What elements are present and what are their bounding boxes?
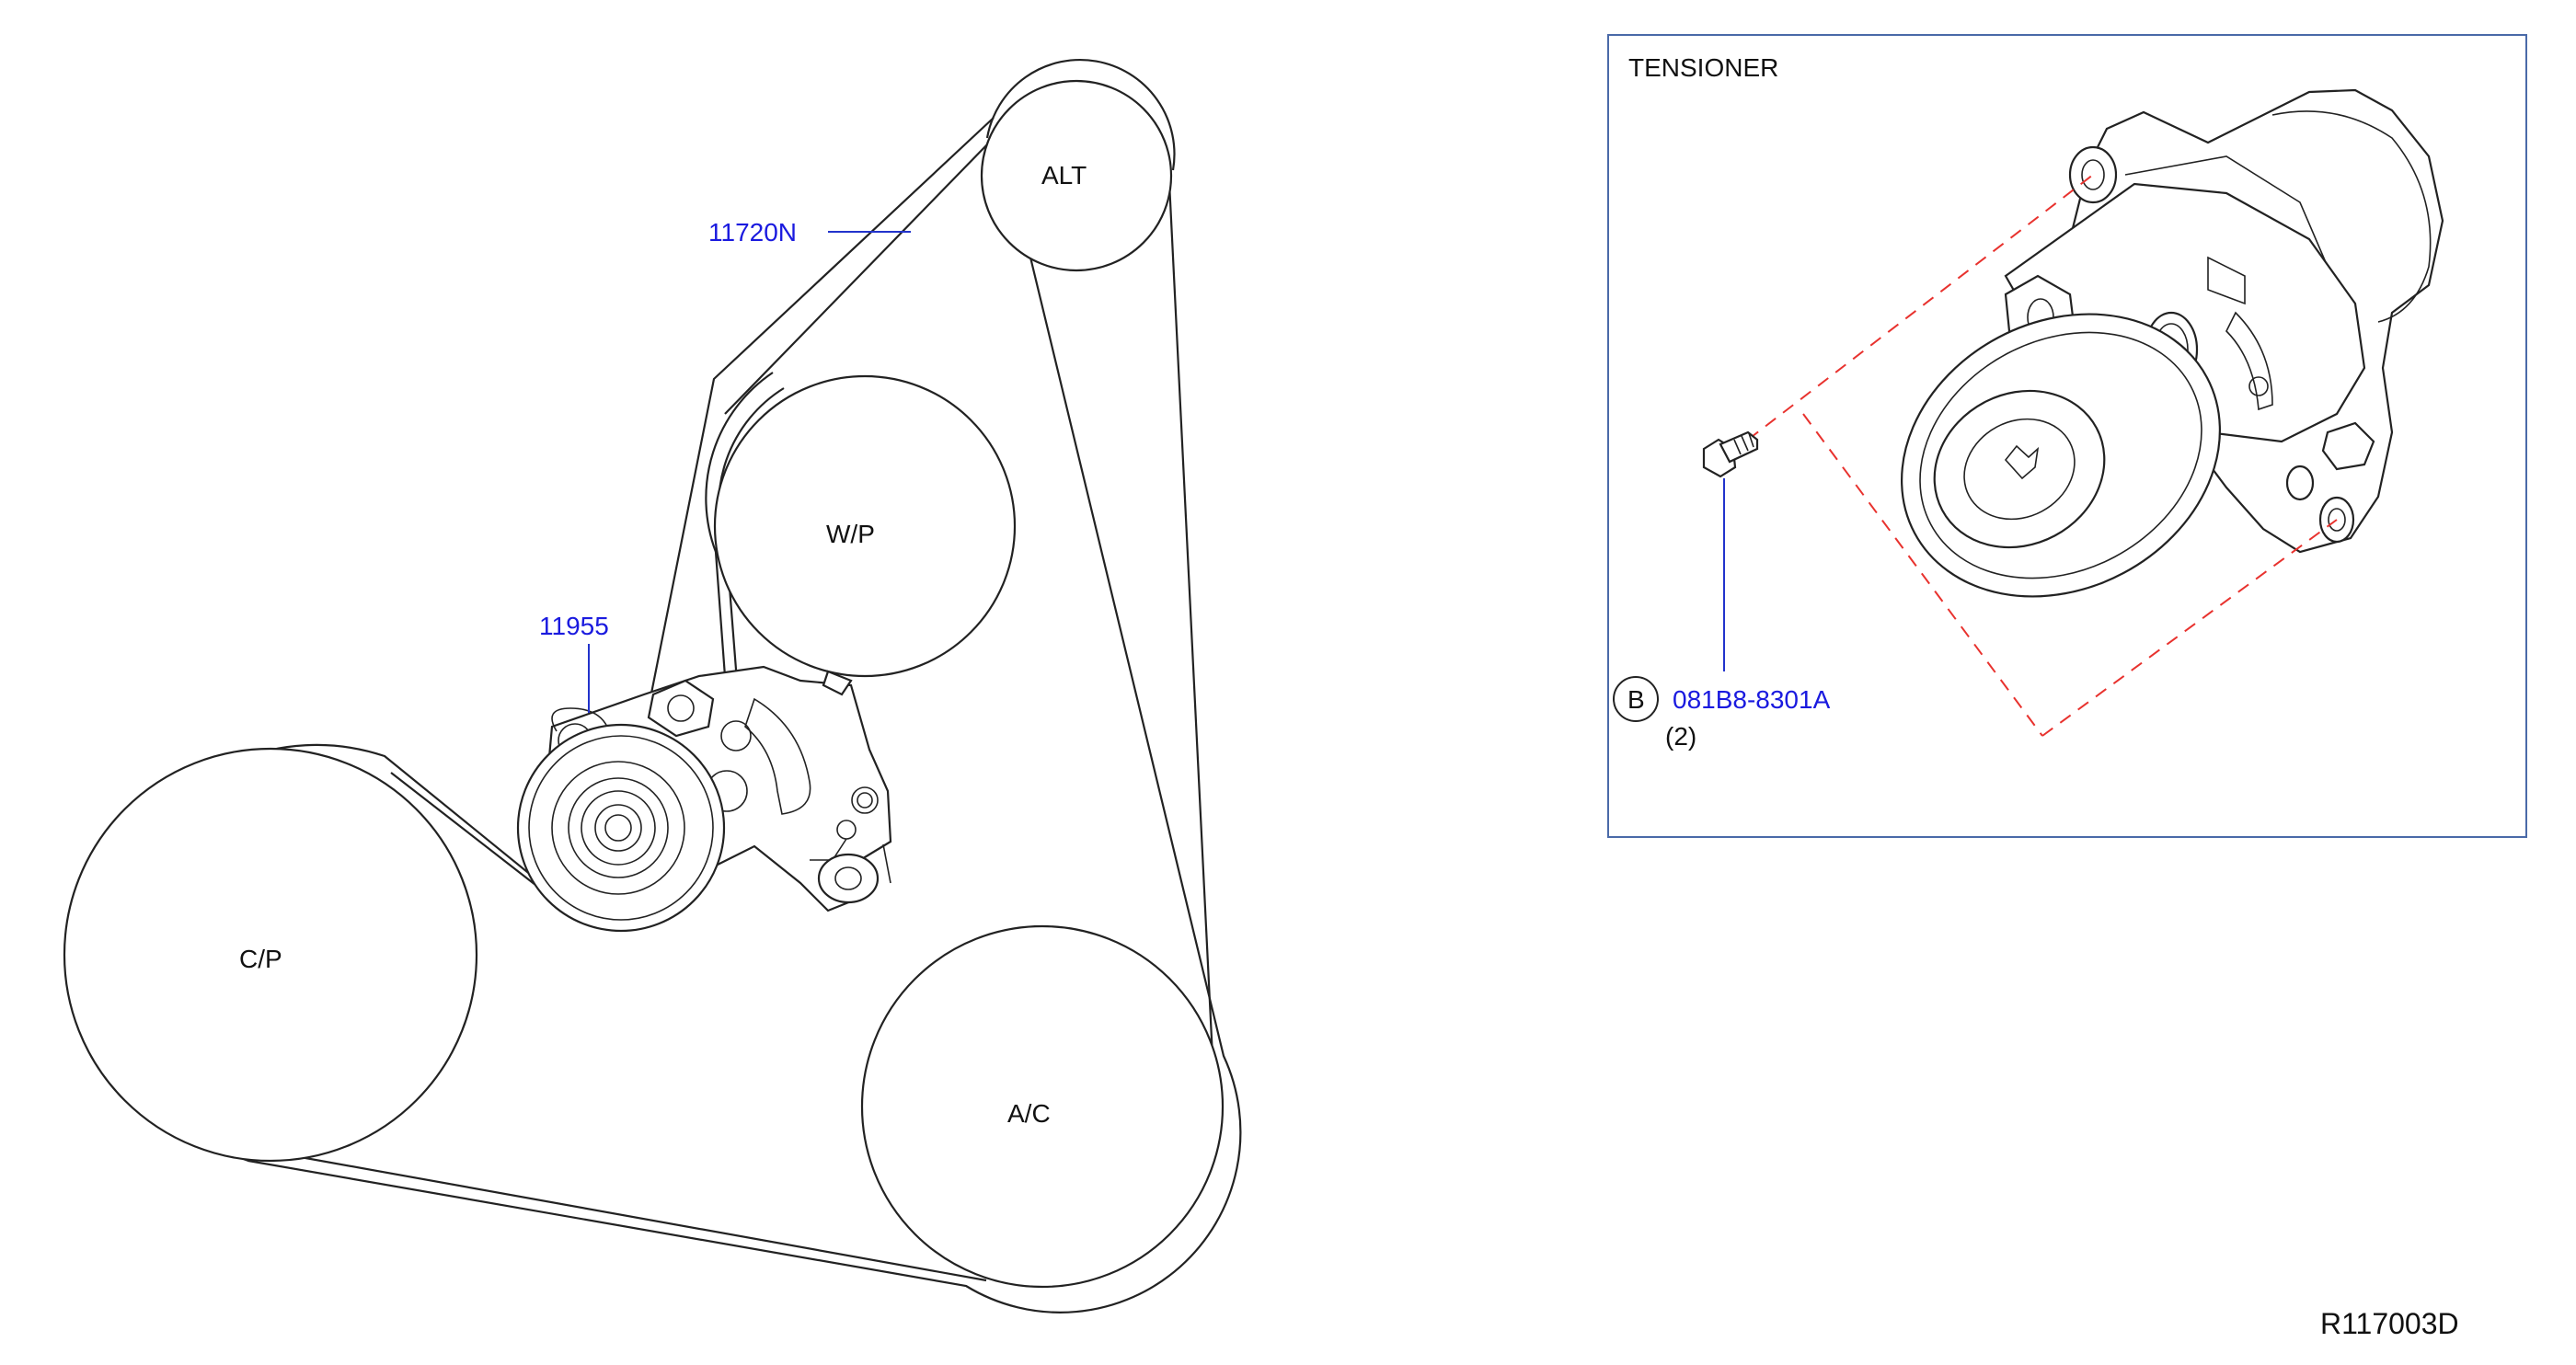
bolt-quantity: (2) (1665, 722, 1696, 751)
diagram-id: R117003D (2320, 1307, 2459, 1340)
tensioner-detail-drawing (1901, 88, 2444, 598)
belt-part-number: 11720N (708, 218, 797, 247)
belt-tensioner-assembly (516, 665, 892, 933)
wp-label: W/P (826, 520, 875, 548)
cp-label: C/P (239, 945, 282, 973)
bolt-icon (1702, 430, 1759, 478)
crank-pulley (63, 747, 478, 1163)
bolt-marker-letter: B (1627, 685, 1645, 714)
ac-compressor-pulley (860, 924, 1225, 1289)
tensioner-inset-box (1607, 34, 2527, 838)
alternator-pulley (980, 79, 1173, 272)
water-pump-pulley (713, 374, 1017, 678)
bolt-marker-circle (1613, 676, 1659, 722)
alt-label: ALT (1041, 161, 1087, 189)
tensioner-part-number: 11955 (539, 612, 609, 640)
bolt-part-number: 081B8-8301A (1673, 685, 1831, 714)
ac-label: A/C (1007, 1099, 1051, 1128)
inset-title: TENSIONER (1628, 53, 1778, 82)
alignment-dashed-lines (1747, 174, 2338, 737)
